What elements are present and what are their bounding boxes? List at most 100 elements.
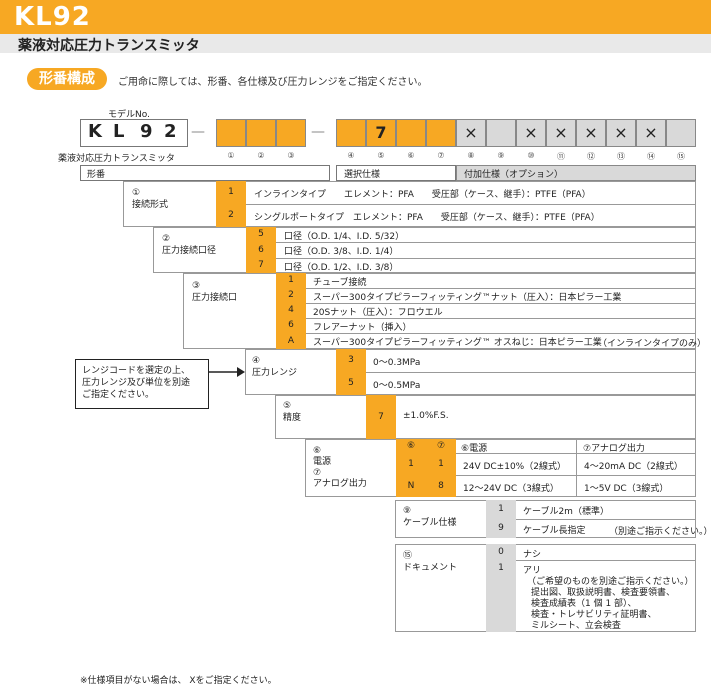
output-num: ⑦ [313,468,322,478]
port-type-text-2: スーパー300タイプピラーフィッティング™ナット（圧入）：日本ピラー工業 [313,293,622,303]
port-type-code-1: 1 [276,273,306,288]
cable-num: ⑨ [403,506,412,516]
power-label: 電源 [313,457,332,467]
model-letter-l: L [113,121,125,142]
model-digit-2: 2 [164,121,177,142]
pos-num-2: ② [257,151,265,160]
pos-7-cell [426,119,456,147]
port-type-divider-1 [306,288,696,289]
port-type-divider-4 [306,333,696,334]
pos-4-cell [336,119,366,147]
port-type-code-6: 6 [276,318,306,333]
pos-13-cell: × [606,119,636,147]
pos-6-cell [396,119,426,147]
port-size-block [153,227,696,273]
product-name-label: 薬液対応圧力トランスミッタ [58,154,175,164]
power-row1-output: 4～20mA DC（2線式） [584,462,683,472]
connection-code-2: 2 [216,204,246,227]
port-type-text-1: チューブ接続 [313,278,367,288]
pos-num-3: ③ [287,151,295,160]
pos-num-7: ⑦ [437,151,445,160]
power-code-6-row2: N [396,475,426,497]
port-type-note-a: （インラインタイプのみ） [598,339,707,349]
keiban-label: 形番 [87,170,106,180]
pos-15-cell [666,119,696,147]
port-size-code-5: 5 [246,227,276,242]
pos-num-6: ⑥ [407,151,415,160]
port-size-code-6: 6 [246,242,276,258]
keiban-box [80,165,330,181]
pressure-divider [366,372,696,373]
model-letter-k: K [88,121,102,142]
cable-label: ケーブル仕様 [403,518,457,528]
power-row1-power: 24V DC±10%（2線式） [463,462,566,472]
range-note-box [75,359,209,409]
port-type-num: ③ [192,281,201,291]
port-size-text-6: 口径（O.D. 3/8、I.D. 1/4） [284,247,399,257]
pressure-text-3: 0～0.3MPa [373,358,421,368]
pos-num-5: ⑤ [377,151,385,160]
connection-code-1: 1 [216,181,246,204]
subtitle-band [0,34,711,53]
port-type-divider-3 [306,318,696,319]
document-label: ドキュメント [403,563,458,573]
connection-divider [246,204,696,205]
dash-2: — [311,124,325,140]
product-subtitle: 薬液対応圧力トランスミッタ [18,38,200,54]
document-code-1: 1 [486,560,516,632]
fuka-box [456,165,696,181]
pos-3-cell [276,119,306,147]
document-line-1: （ご希望のものを別途ご指示ください。） [527,577,694,587]
output-label: アナログ出力 [313,479,367,489]
document-text-0: ナシ [523,550,542,560]
connection-type-label: 接続形式 [132,200,169,210]
pos-10-cell: × [516,119,546,147]
cable-divider [516,519,696,520]
power-row2-output: 1～5V DC（3線式） [584,484,669,494]
model-letters-box [80,119,188,147]
pos-num-9: ⑨ [497,151,505,160]
sentaku-label: 選択仕様 [344,170,381,180]
power-code-7-row2: 8 [426,475,456,497]
model-digit-9: 9 [140,121,153,142]
power-head-6: ⑥ [396,439,426,453]
document-line-2: 提出図、取扱説明書、検査要領書、 [531,588,676,598]
accuracy-block [275,395,696,439]
pos-11-cell: × [546,119,576,147]
pos-5-cell: 7 [366,119,396,147]
document-divider [516,560,696,561]
pressure-range-label: 圧力レンジ [252,368,298,378]
pos-num-13: ⑬ [617,152,625,161]
pos-2-cell [246,119,276,147]
pos-1-cell [216,119,246,147]
accuracy-label: 精度 [283,413,302,423]
header-bar [0,0,711,34]
port-type-label: 圧力接続口 [192,293,238,303]
port-type-text-6: フレアーナット（挿入） [313,323,412,333]
pos-num-12: ⑫ [587,152,595,161]
arrow-right-icon [209,367,245,377]
connection-text-1: インラインタイプ エレメント：PFA 受圧部（ケース、継手）：PTFE（PFA） [254,190,591,200]
section-pill: 形番構成 [27,68,107,90]
sentaku-box [336,165,456,181]
range-note-text: レンジコードを選定の上、 圧力レンジ及び単位を別途 ご指定ください。 [82,366,191,400]
port-type-block [183,273,696,349]
document-line-5: ミルシート、立会検査 [531,621,621,631]
port-size-num: ② [162,234,171,244]
power-head-7: ⑦ [426,439,456,453]
accuracy-num: ⑤ [283,401,292,411]
port-size-label: 圧力接続口径 [162,246,217,256]
fuka-label: 付加仕様（オプション） [464,170,564,180]
footnote: ※仕様項目がない場合は、 Xをご指定ください。 [80,676,277,686]
pressure-code-5: 5 [336,372,366,395]
dash-1: — [191,124,205,140]
document-block [395,544,696,632]
document-line-4: 検査・トレサビリティ証明書、 [531,610,657,620]
port-size-code-7: 7 [246,258,276,273]
document-line-3: 検査成績表（1 個 1 部）、 [531,599,637,609]
accuracy-code: 7 [366,395,396,439]
document-code-0: 0 [486,544,516,560]
port-size-text-5: 口径（O.D. 1/4、I.D. 5/32） [284,232,405,242]
cable-note-9: （別途ご指示ください。） [609,527,711,537]
pressure-text-5: 0～0.5MPa [373,381,421,391]
